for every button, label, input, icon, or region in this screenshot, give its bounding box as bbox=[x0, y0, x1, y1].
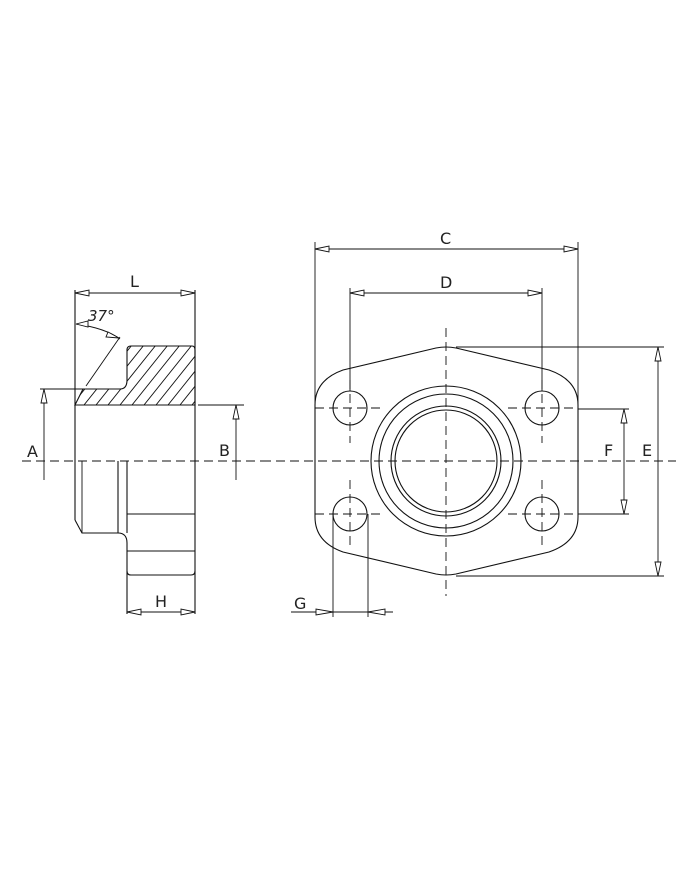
bore-inner-circle bbox=[394, 409, 498, 513]
bolt-holes bbox=[315, 380, 578, 548]
side-view: L 37° A B H bbox=[22, 272, 262, 616]
dim-label-B: B bbox=[219, 441, 230, 460]
flange-outline bbox=[314, 346, 579, 576]
outer-boss-circle bbox=[370, 385, 522, 537]
bore-outer-circle bbox=[390, 405, 502, 517]
dim-label-A: A bbox=[27, 442, 38, 461]
dim-label-G: G bbox=[294, 594, 306, 613]
dim-label-F: F bbox=[604, 441, 613, 460]
groove-circle bbox=[378, 393, 514, 529]
dim-label-L: L bbox=[130, 272, 139, 291]
dim-label-H: H bbox=[155, 592, 167, 611]
dim-label-D: D bbox=[440, 273, 452, 292]
dim-label-E: E bbox=[642, 441, 652, 460]
dim-label-angle: 37° bbox=[88, 307, 115, 325]
dim-label-C: C bbox=[440, 229, 451, 248]
chamfer-line bbox=[85, 336, 121, 387]
front-view: C D E F G bbox=[262, 229, 676, 617]
